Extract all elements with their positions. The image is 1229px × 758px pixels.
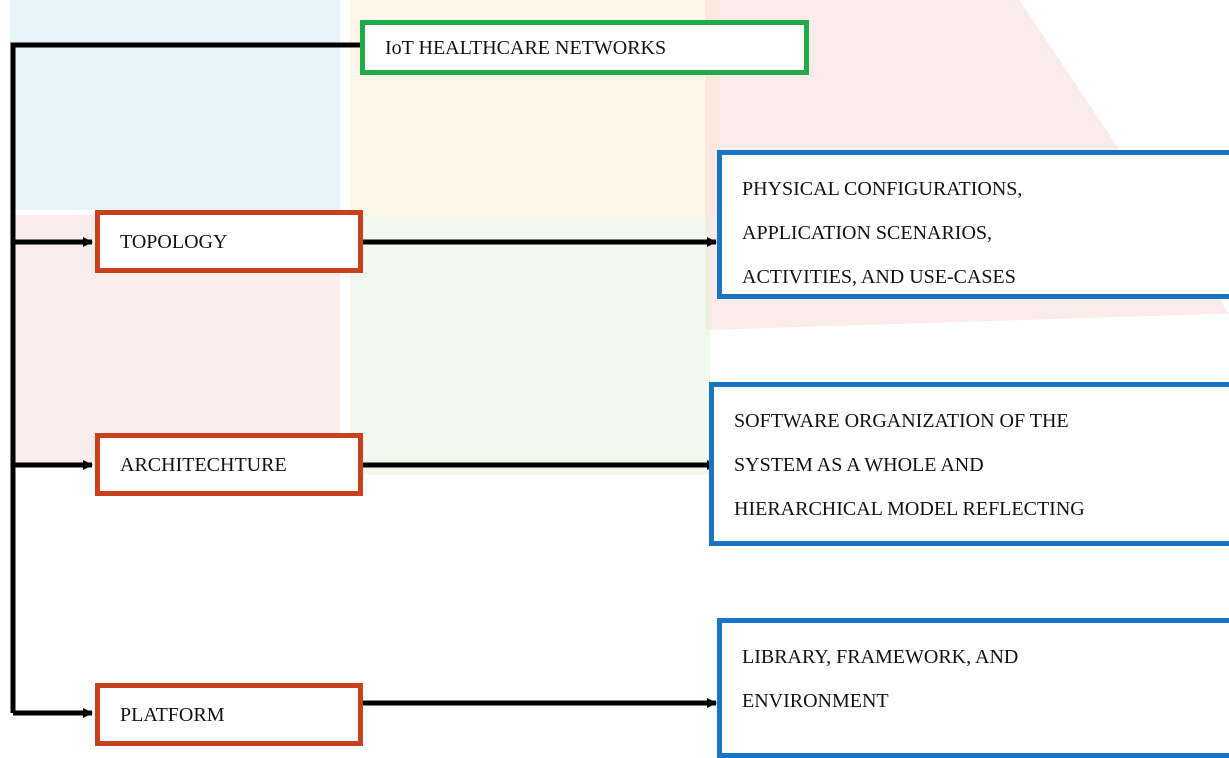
watermark-blue-panel <box>10 0 340 210</box>
description-line: ACTIVITIES, AND USE-CASES <box>742 266 1016 288</box>
description-box-platform: LIBRARY, FRAMEWORK, AND ENVIRONMENT <box>717 618 1229 758</box>
category-label-platform: PLATFORM <box>120 703 225 726</box>
diagram-title: IoT HEALTHCARE NETWORKS <box>385 36 667 59</box>
description-line: HIERARCHICAL MODEL REFLECTING <box>734 498 1085 520</box>
description-line: ENVIRONMENT <box>742 690 889 712</box>
category-box-topology: TOPOLOGY <box>95 210 363 273</box>
diagram-title-box: IoT HEALTHCARE NETWORKS <box>360 20 809 75</box>
category-box-architecture: ARCHITECHTURE <box>95 433 363 496</box>
category-box-platform: PLATFORM <box>95 683 363 746</box>
category-label-topology: TOPOLOGY <box>120 230 228 253</box>
description-line: SYSTEM AS A WHOLE AND <box>734 454 984 476</box>
category-label-architecture: ARCHITECHTURE <box>120 453 287 476</box>
description-line: APPLICATION SCENARIOS, <box>742 222 993 244</box>
description-line: LIBRARY, FRAMEWORK, AND <box>742 646 1019 668</box>
description-box-topology: PHYSICAL CONFIGURATIONS, APPLICATION SCE… <box>717 150 1229 299</box>
description-box-architecture: SOFTWARE ORGANIZATION OF THE SYSTEM AS A… <box>709 382 1229 546</box>
watermark-green-panel <box>350 215 710 475</box>
spine-line <box>10 42 360 713</box>
description-line: PHYSICAL CONFIGURATIONS, <box>742 178 1023 200</box>
description-line: SOFTWARE ORGANIZATION OF THE <box>734 410 1069 432</box>
connector-lines <box>10 42 717 718</box>
